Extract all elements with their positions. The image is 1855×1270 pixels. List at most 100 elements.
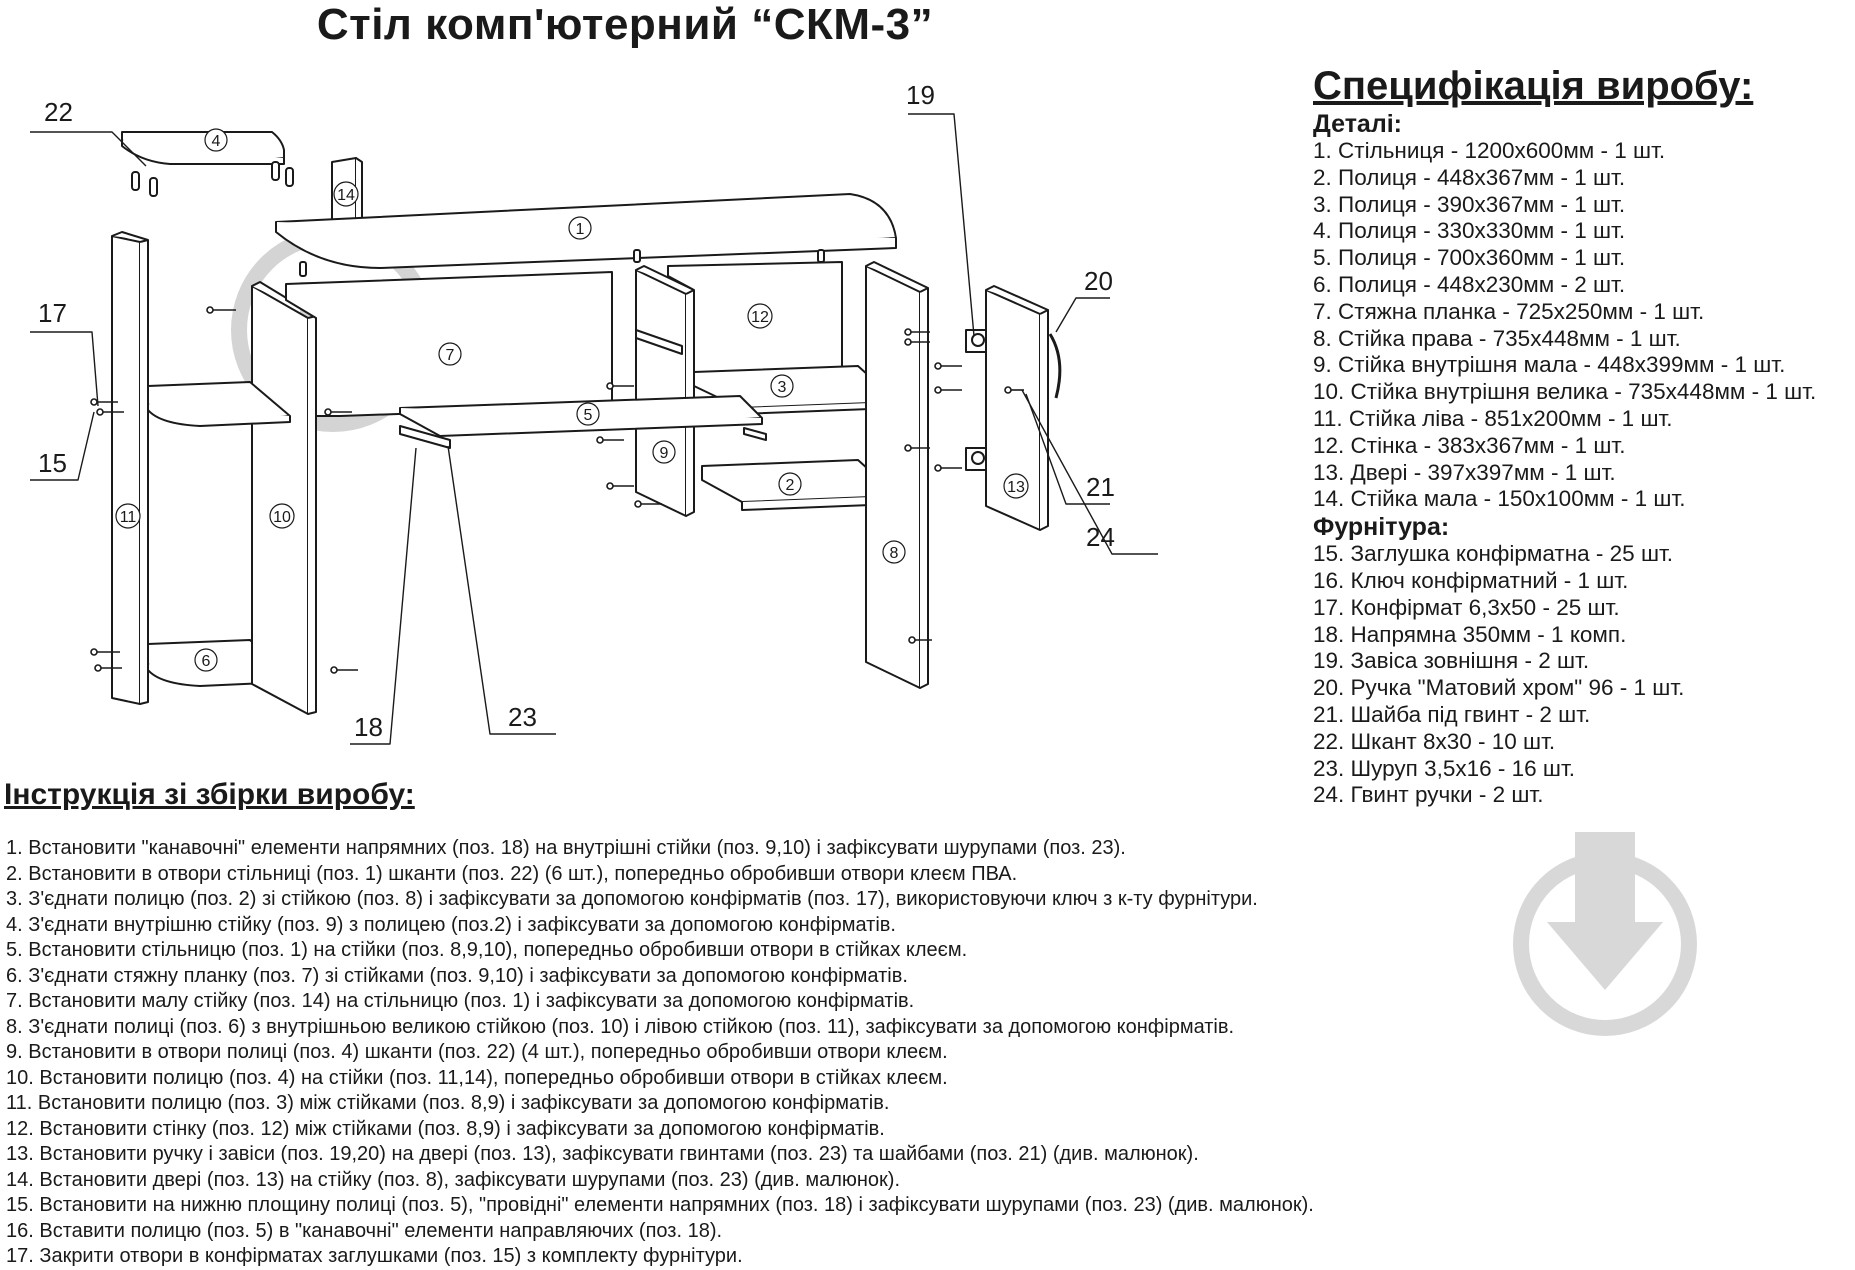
hardware-item: 24. Гвинт ручки - 2 шт.: [1313, 782, 1544, 808]
instruction-step: 2. Встановити в отвори стільниці (поз. 1…: [6, 862, 1018, 885]
part-label-3: 3: [770, 374, 794, 398]
part-3-shelf: [693, 365, 899, 415]
part-label-9: 9: [652, 440, 676, 464]
instruction-step: 10. Встановити полицю (поз. 4) на стійки…: [6, 1066, 948, 1089]
instruction-step: 14. Встановити двері (поз. 13) на стійку…: [6, 1168, 901, 1191]
callout-24: 24: [1086, 522, 1115, 552]
svg-text:6: 6: [202, 653, 211, 670]
hardware-item: 23. Шуруп 3,5х16 - 16 шт.: [1313, 755, 1576, 781]
part-label-2: 2: [778, 472, 802, 496]
callout-17: 17: [38, 298, 67, 328]
instruction-step: 8. З'єднати полиці (поз. 6) з внутрішньо…: [6, 1015, 1235, 1038]
svg-text:5: 5: [584, 407, 593, 424]
part-label-11: 11: [115, 503, 141, 529]
specification: Специфікація виробу: Деталі: 1. Стільниц…: [1313, 64, 1853, 809]
instruction-step: 5. Встановити стільницю (поз. 1) на стій…: [6, 939, 968, 961]
instructions-title: Інструкція зі збірки виробу:: [4, 778, 415, 811]
svg-text:12: 12: [751, 309, 769, 326]
callout-15: 15: [38, 448, 67, 478]
part-10-inner-post: [251, 281, 317, 715]
part-label-1: 1: [568, 216, 592, 240]
part-8-right-post: [865, 261, 929, 689]
instruction-step: 4. З'єднати внутрішню стійку (поз. 9) з …: [6, 913, 896, 936]
detail-item: 13. Двері - 397х397мм - 1 шт.: [1313, 459, 1616, 485]
assembly-diagram: 22 17 15 19 20 21 24 23 18 1 2 3 4 5 6 7…: [30, 80, 1158, 745]
instruction-step: 11. Встановити полицю (поз. 3) між стійк…: [6, 1092, 890, 1114]
instruction-step: 6. З'єднати стяжну планку (поз. 7) зі ст…: [6, 964, 908, 987]
svg-text:3: 3: [778, 379, 787, 396]
svg-text:10: 10: [273, 509, 291, 526]
detail-item: 3. Полиця - 390х367мм - 1 шт.: [1313, 191, 1626, 217]
detail-item: 9. Стійка внутрішня мала - 448х399мм - 1…: [1313, 352, 1786, 378]
part-6-shelf-upper: [147, 381, 291, 427]
hardware-item: 21. Шайба під гвинт - 2 шт.: [1313, 701, 1591, 727]
part-label-7: 7: [438, 342, 462, 366]
hardware-list: 15. Заглушка конфірматна - 25 шт. 16. Кл…: [1313, 541, 1853, 809]
callout-22: 22: [44, 97, 73, 127]
hardware-heading: Фурнітура:: [1313, 513, 1450, 542]
instruction-step: 12. Встановити стінку (поз. 12) між стій…: [6, 1117, 885, 1140]
part-label-6: 6: [194, 648, 218, 672]
hardware-item: 19. Завіса зовнішня - 2 шт.: [1313, 648, 1590, 674]
callout-23: 23: [508, 702, 537, 732]
screw-icons: [90, 306, 1024, 674]
part-label-5: 5: [576, 402, 600, 426]
detail-item: 1. Стільниця - 1200х600мм - 1 шт.: [1313, 138, 1666, 163]
page-title: Стіл комп'ютерний “СКМ-3”: [316, 0, 934, 49]
spec-title: Специфікація виробу:: [1313, 64, 1754, 108]
svg-text:11: 11: [120, 509, 137, 526]
hardware-item: 16. Ключ конфірматний - 1 шт.: [1313, 567, 1629, 593]
instruction-step: 3. З'єднати полицю (поз. 2) зі стійкою (…: [6, 888, 1258, 910]
detail-item: 12. Стінка - 383х367мм - 1 шт.: [1313, 432, 1626, 458]
svg-text:13: 13: [1007, 479, 1025, 496]
svg-text:1: 1: [576, 221, 585, 238]
svg-text:7: 7: [446, 347, 455, 364]
part-label-8: 8: [882, 540, 906, 564]
part-label-10: 10: [269, 503, 295, 529]
detail-item: 8. Стійка права - 735х448мм - 1 шт.: [1313, 325, 1681, 351]
detail-item: 7. Стяжна планка - 725х250мм - 1 шт.: [1313, 298, 1705, 324]
svg-text:9: 9: [660, 445, 669, 462]
details-heading: Деталі:: [1313, 110, 1402, 138]
instruction-step: 15. Встановити на нижню площину полиці (…: [6, 1194, 1314, 1216]
instruction-step: 7. Встановити малу стійку (поз. 14) на с…: [6, 990, 915, 1012]
part-4-shelf: [121, 131, 294, 197]
detail-item: 5. Полиця - 700х360мм - 1 шт.: [1313, 245, 1626, 271]
detail-item: 2. Полиця - 448х367мм - 1 шт.: [1313, 164, 1626, 190]
instruction-step: 16. Вставити полицю (поз. 5) в "канавочн…: [6, 1219, 723, 1242]
handle-icon: [1048, 333, 1062, 399]
hardware-item: 22. Шкант 8х30 - 10 шт.: [1313, 728, 1556, 754]
part-label-14: 14: [333, 181, 359, 207]
part-label-13: 13: [1003, 473, 1029, 499]
detail-item: 14. Стійка мала - 150х100мм - 1 шт.: [1313, 486, 1686, 512]
hardware-item: 18. Напрямна 350мм - 1 комп.: [1313, 621, 1627, 647]
detail-item: 11. Стійка ліва - 851х200мм - 1 шт.: [1313, 405, 1673, 431]
callout-20: 20: [1084, 266, 1113, 296]
svg-text:8: 8: [890, 545, 899, 562]
detail-item: 6. Полиця - 448х230мм - 2 шт.: [1313, 271, 1626, 297]
instructions-list: 1. Встановити "канавочні" елементи напря…: [6, 836, 1314, 1270]
callout-21: 21: [1086, 472, 1115, 502]
hardware-item: 20. Ручка "Матовий хром" 96 - 1 шт.: [1313, 675, 1685, 701]
hardware-item: 15. Заглушка конфірматна - 25 шт.: [1313, 541, 1674, 567]
callout-leaders: [30, 113, 1158, 745]
instruction-step: 1. Встановити "канавочні" елементи напря…: [6, 837, 1126, 859]
callout-19: 19: [906, 80, 935, 110]
watermark-icon: [1513, 832, 1697, 1036]
hardware-item: 17. Конфірмат 6,3х50 - 25 шт.: [1313, 594, 1620, 620]
details-list: 1. Стільниця - 1200х600мм - 1 шт. 2. Пол…: [1313, 138, 1853, 513]
hinge-icon: [965, 329, 987, 471]
svg-text:4: 4: [212, 133, 221, 150]
part-13-door: [985, 285, 1049, 531]
instruction-step: 17. Закрити отвори в конфірматах заглушк…: [6, 1245, 743, 1267]
detail-item: 4. Полиця - 330х330мм - 1 шт.: [1313, 218, 1626, 244]
callout-18: 18: [354, 712, 383, 742]
part-11-left-post: [111, 231, 149, 705]
instruction-step: 13. Встановити ручку і завіси (поз. 19,2…: [6, 1143, 1199, 1165]
svg-text:2: 2: [786, 477, 795, 494]
detail-item: 10. Стійка внутрішня велика - 735х448мм …: [1313, 379, 1817, 405]
part-9-small-post: [635, 265, 695, 517]
part-label-12: 12: [747, 303, 773, 329]
instruction-step: 9. Встановити в отвори полиці (поз. 4) ш…: [6, 1041, 948, 1063]
part-label-4: 4: [204, 128, 228, 152]
